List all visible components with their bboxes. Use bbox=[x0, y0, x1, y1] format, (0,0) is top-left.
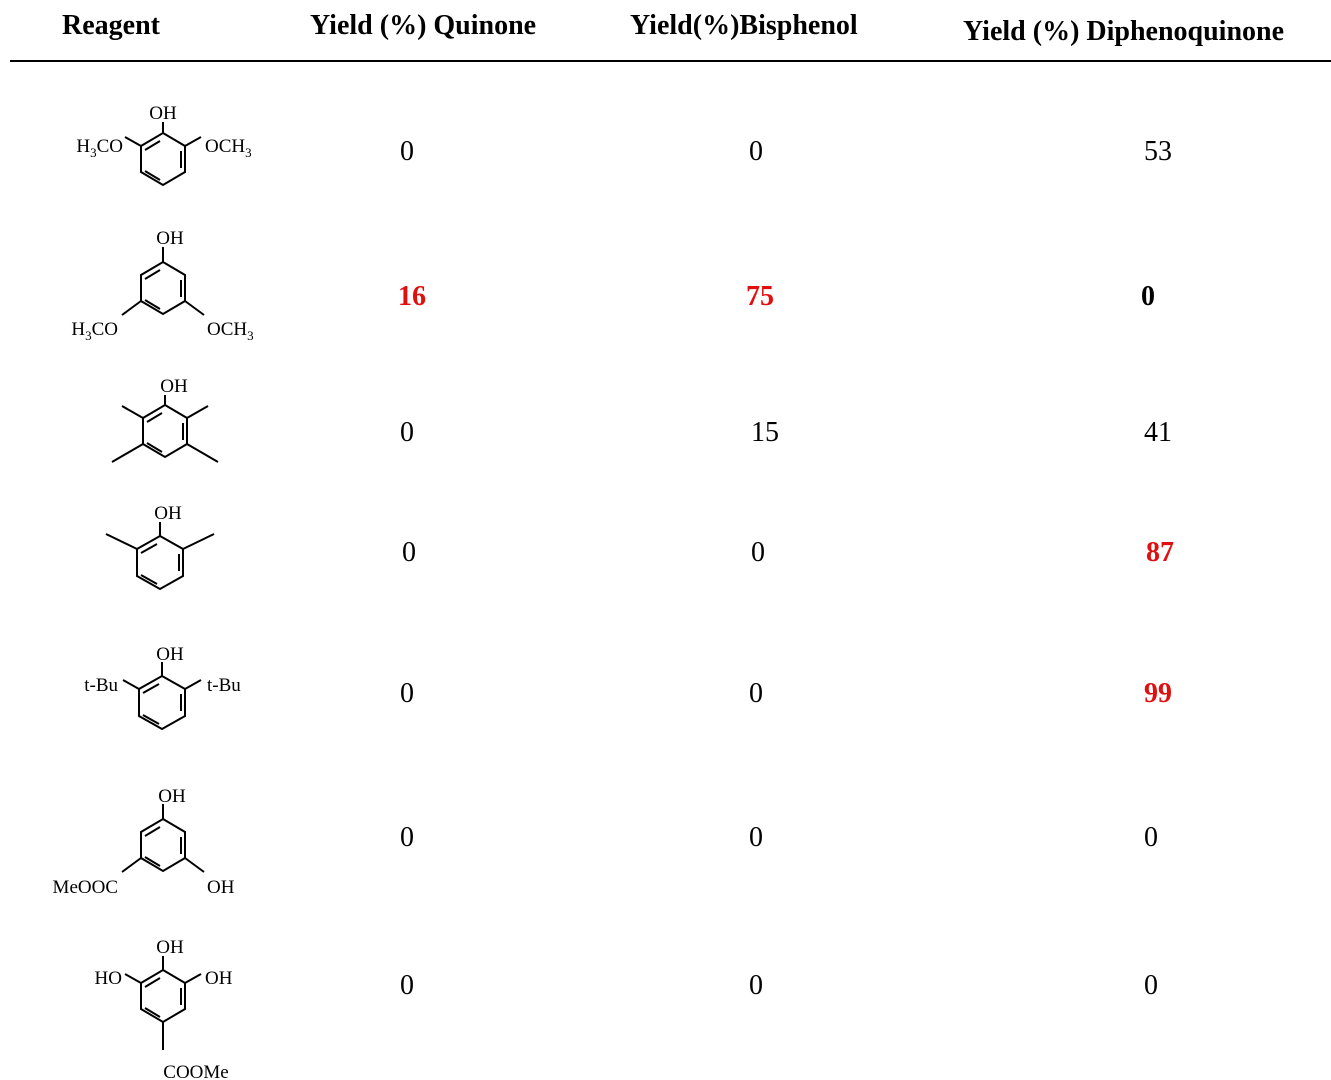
row-7-bisphenol-yield: 0 bbox=[749, 970, 763, 1001]
row-5-quinone-yield: 0 bbox=[400, 678, 414, 709]
header-yield-diphenoquinone: Yield (%) Diphenoquinone bbox=[963, 16, 1285, 47]
row-3-diphenoquinone-yield: 41 bbox=[1144, 417, 1172, 448]
reagent-5-label-right: t-Bu bbox=[207, 675, 241, 696]
row-3-bisphenol-yield: 15 bbox=[751, 417, 779, 448]
row-1-bisphenol-yield: 0 bbox=[749, 136, 763, 167]
reagent-7-label-oh: OH bbox=[156, 937, 184, 958]
reagent-1-label-oh: OH bbox=[149, 103, 177, 124]
row-2-bisphenol-yield: 75 bbox=[746, 281, 774, 312]
reagent-5-label-oh: OH bbox=[156, 644, 184, 665]
reagent-1-label-right: OCH3 bbox=[205, 136, 252, 160]
header-yield-quinone: Yield (%) Quinone bbox=[310, 10, 537, 41]
row-2-quinone-yield: 16 bbox=[398, 281, 426, 312]
reagent-structure-3: OH bbox=[111, 376, 219, 463]
reagent-7-label-bottom: COOMe bbox=[163, 1062, 228, 1080]
row-6-bisphenol-yield: 0 bbox=[749, 822, 763, 853]
reagent-structure-2: OH H3CO OCH3 bbox=[71, 228, 254, 343]
reagent-4-label-oh: OH bbox=[154, 503, 182, 524]
row-2-diphenoquinone-yield: 0 bbox=[1141, 281, 1155, 312]
row-5-bisphenol-yield: 0 bbox=[749, 678, 763, 709]
header-rule bbox=[10, 60, 1331, 62]
reagent-5-label-left: t-Bu bbox=[84, 675, 118, 696]
reagent-structure-6: OH MeOOC OH bbox=[53, 786, 235, 898]
row-1-diphenoquinone-yield: 53 bbox=[1144, 136, 1172, 167]
row-7-quinone-yield: 0 bbox=[400, 970, 414, 1001]
row-7-diphenoquinone-yield: 0 bbox=[1144, 970, 1158, 1001]
reagent-structure-1: OH H3CO OCH3 bbox=[76, 103, 252, 187]
row-6-quinone-yield: 0 bbox=[400, 822, 414, 853]
reagent-structure-7: OH HO OH COOMe bbox=[95, 937, 233, 1080]
reagent-6-label-oh: OH bbox=[158, 786, 186, 807]
row-4-bisphenol-yield: 0 bbox=[751, 537, 765, 568]
row-1-quinone-yield: 0 bbox=[400, 136, 414, 167]
reagent-7-label-right: OH bbox=[205, 968, 233, 989]
row-4-diphenoquinone-yield: 87 bbox=[1146, 537, 1174, 568]
reagent-6-label-right: OH bbox=[207, 877, 235, 898]
row-6-diphenoquinone-yield: 0 bbox=[1144, 822, 1158, 853]
reagent-structure-4: OH bbox=[105, 503, 215, 591]
reagent-6-label-left: MeOOC bbox=[53, 877, 118, 898]
reagent-2-label-right: OCH3 bbox=[207, 319, 254, 343]
reagent-2-label-left: H3CO bbox=[71, 319, 118, 343]
reagent-3-label-oh: OH bbox=[160, 376, 188, 397]
reagent-2-label-oh: OH bbox=[156, 228, 184, 249]
reagent-structure-5: OH t-Bu t-Bu bbox=[84, 644, 241, 731]
row-4-quinone-yield: 0 bbox=[402, 537, 416, 568]
row-3-quinone-yield: 0 bbox=[400, 417, 414, 448]
reagent-1-label-left: H3CO bbox=[76, 136, 123, 160]
row-5-diphenoquinone-yield: 99 bbox=[1144, 678, 1172, 709]
header-yield-bisphenol: Yield(%)Bisphenol bbox=[630, 10, 858, 41]
reagent-7-label-left: HO bbox=[95, 968, 122, 989]
header-reagent: Reagent bbox=[62, 10, 160, 41]
